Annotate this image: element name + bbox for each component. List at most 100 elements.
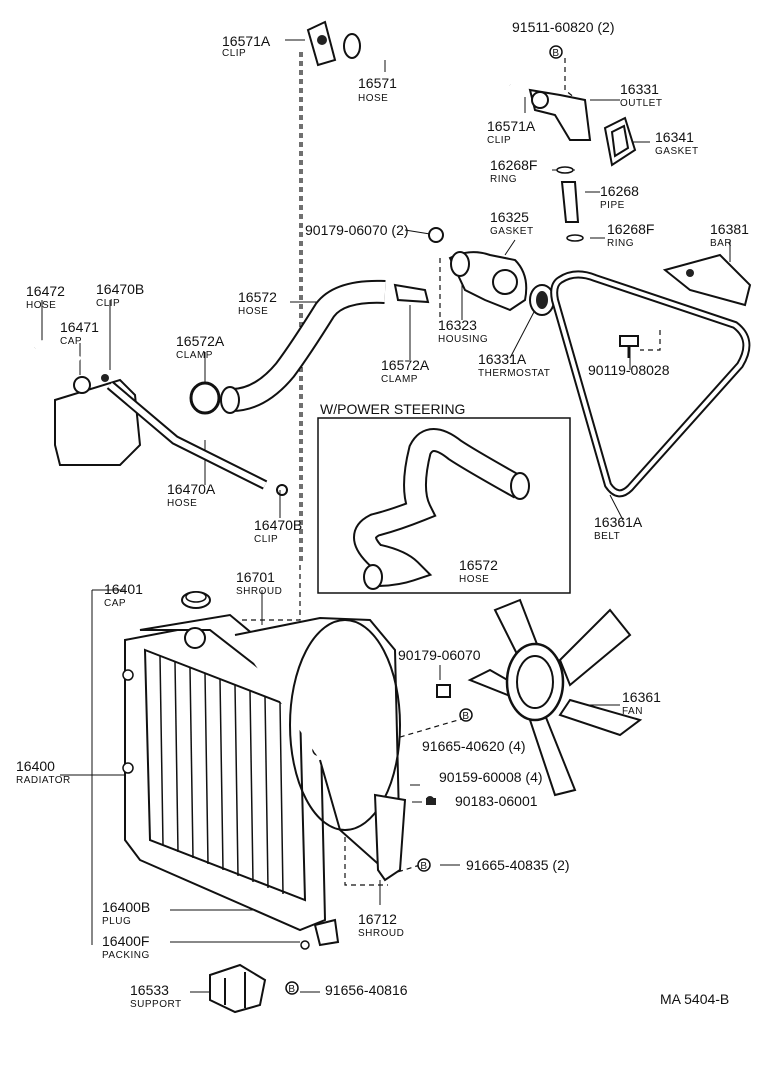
overflow-hose-16470a (106, 381, 288, 496)
callout-c36-name: PLUG (102, 916, 131, 927)
thermostat-16331a (529, 284, 555, 316)
callout-c31-num: 91665-40620 (4) (422, 738, 526, 754)
callout-c37-num: 16400F (102, 933, 149, 949)
bar-16381 (662, 253, 752, 307)
callout-c18-num: 16323 (438, 317, 477, 333)
clamp-16572a (189, 283, 430, 415)
callout-c1-num: 16571A (222, 33, 271, 49)
callout-c7-name: RING (490, 174, 517, 185)
bolt-90179-top (428, 227, 444, 243)
callout-c21-num: 90119-08028 (588, 362, 670, 378)
callout-c36-num: 16400B (102, 899, 150, 915)
reservoir-tank (32, 340, 142, 466)
callout-c27-name: SHROUD (236, 586, 282, 597)
callout-c1-name: CLIP (222, 48, 246, 59)
callout-c28-num: 90179-06070 (398, 647, 481, 663)
power-steering-box (317, 417, 571, 594)
callout-c24-name: BELT (594, 531, 620, 542)
callout-c39-num: 91656-40816 (325, 982, 408, 998)
callout-c27-num: 16701 (236, 569, 275, 585)
lower-hose-16572 (220, 279, 386, 414)
callout-c37-name: PACKING (102, 950, 150, 961)
callout-c30-name: RADIATOR (16, 775, 71, 786)
bolt-90119 (619, 335, 639, 358)
callout-c11-num: 16268F (607, 221, 654, 237)
callout-c33-num: 90183-06001 (455, 793, 538, 809)
callout-c6-num: 16341 (655, 129, 694, 145)
callout-c7-num: 16268F (490, 157, 537, 173)
callout-c8-name: PIPE (600, 200, 625, 211)
outlet-16331: B (528, 45, 592, 141)
callout-c34-num: 91665-40835 (2) (466, 857, 570, 873)
callout-c18-name: HOUSING (438, 334, 488, 345)
callout-c38-name: SUPPORT (130, 999, 182, 1010)
callout-c24-num: 16361A (594, 514, 643, 530)
callout-c29-num: 16361 (622, 689, 661, 705)
callout-c26-name: CAP (104, 598, 126, 609)
callout-c16-num: 16471 (60, 319, 99, 335)
callout-c13-name: HOSE (26, 300, 56, 311)
callout-c35-num: 16712 (358, 911, 397, 927)
callout-c25-num: 16572 (459, 557, 498, 573)
shroud-16701 (234, 616, 402, 872)
callout-c17-name: CLAMP (176, 350, 213, 361)
gasket-16341 (603, 116, 637, 167)
shroud-16712 (373, 793, 407, 882)
callout-c22-name: HOSE (167, 498, 197, 509)
callout-c17-num: 16572A (176, 333, 225, 349)
callout-c22-num: 16470A (167, 481, 216, 497)
callout-c5-name: CLIP (487, 135, 511, 146)
callout-c15-num: 16572 (238, 289, 277, 305)
callout-c10-name: GASKET (490, 226, 534, 237)
b-marker-4: B (288, 984, 295, 995)
power-steering-title: W/POWER STEERING (320, 401, 465, 417)
callout-c12-name: BAR (710, 238, 732, 249)
callout-c11-name: RING (607, 238, 634, 249)
pipe-16268 (556, 166, 584, 242)
callout-c23-name: CLIP (254, 534, 278, 545)
callout-c20-num: 16331A (478, 351, 527, 367)
drawing-code: MA 5404-B (660, 991, 729, 1007)
callout-c26-num: 16401 (104, 581, 143, 597)
callout-c35-name: SHROUD (358, 928, 404, 939)
callout-c2-num: 16571 (358, 75, 397, 91)
callout-c25-name: HOSE (459, 574, 489, 585)
callout-c29-name: FAN (622, 706, 643, 717)
bolt-b-icon (549, 45, 563, 59)
callout-c19-num: 16572A (381, 357, 430, 373)
callout-c2-name: HOSE (358, 93, 388, 104)
clip-16571a-top (306, 20, 337, 67)
callout-c4-name: OUTLET (620, 98, 662, 109)
callout-labels: W/POWER STEERING 16571A CLIP 16571 HOSE … (16, 19, 749, 1010)
support-16533: B (209, 963, 299, 1014)
callout-c14-num: 16470B (96, 281, 144, 297)
callout-c10-num: 16325 (490, 209, 529, 225)
callout-c23-num: 16470B (254, 517, 302, 533)
callout-c12-num: 16381 (710, 221, 749, 237)
cap-16401 (181, 591, 211, 609)
callout-c16-name: CAP (60, 336, 82, 347)
small-fasteners: B B (300, 684, 473, 950)
callout-c3-num: 91511-60820 (2) (512, 19, 614, 35)
callout-c6-name: GASKET (655, 146, 699, 157)
callout-c20-name: THERMOSTAT (478, 368, 550, 379)
radiator-16400 (122, 613, 327, 932)
callout-c15-name: HOSE (238, 306, 268, 317)
upper-hose-16571 (343, 20, 515, 94)
fan-16361 (467, 598, 643, 797)
callout-c38-num: 16533 (130, 982, 169, 998)
callout-c4-num: 16331 (620, 81, 659, 97)
b-marker-1: B (552, 48, 559, 59)
housing-16323 (448, 251, 528, 312)
callout-c19-name: CLAMP (381, 374, 418, 385)
callout-c14-name: CLIP (96, 298, 120, 309)
callout-c30-num: 16400 (16, 758, 55, 774)
belt-16361a (550, 270, 751, 498)
callout-c8-num: 16268 (600, 183, 639, 199)
b-marker-2: B (462, 711, 469, 722)
callout-c5-num: 16571A (487, 118, 536, 134)
callout-c13-num: 16472 (26, 283, 65, 299)
callout-c32-num: 90159-60008 (4) (439, 769, 543, 785)
